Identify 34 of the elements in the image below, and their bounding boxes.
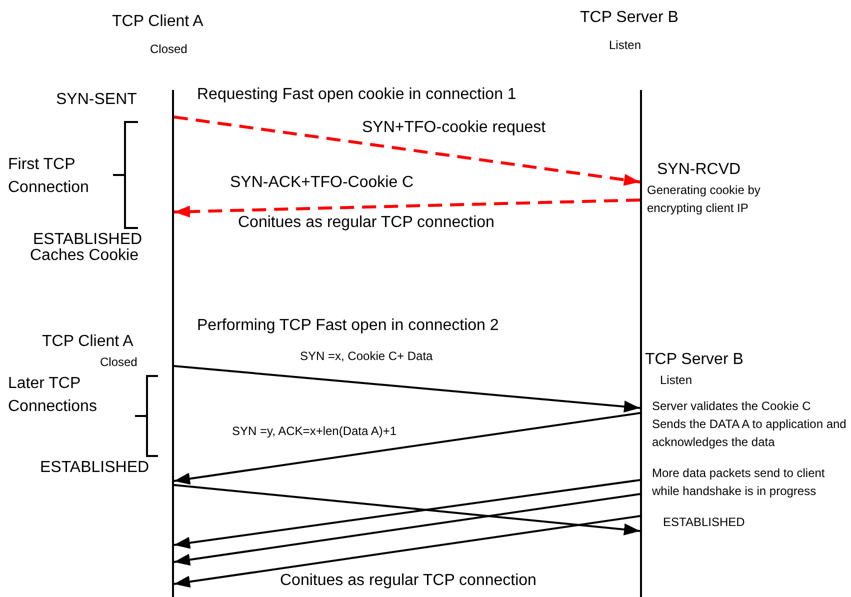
arrow [174,515,640,588]
phase-heading: Requesting Fast open cookie in connection 1 [197,85,516,104]
state-label: Closed [100,354,138,371]
lifeline-heading: TCP Server B [645,350,744,369]
state-label: Closed [150,41,188,58]
state-label: ESTABLISHED [33,230,142,248]
lifeline [172,90,174,597]
arrow [174,198,640,218]
lifeline [640,90,642,597]
lifeline-heading: TCP Client A [112,12,204,31]
note-text: Server validates the Cookie C Sends the DATA A to application and acknowledges the data [652,398,847,451]
arrow [174,365,640,413]
note-text: Caches Cookie [30,246,138,265]
note-text: Conitues as regular TCP connection [238,213,494,232]
phase-label: First TCP Connection [8,155,90,198]
edge-label: SYN+TFO-cookie request [362,118,546,137]
note-text: Conitues as regular TCP connection [280,571,536,590]
lifeline-heading: TCP Client A [42,332,134,351]
arrow [174,484,640,536]
lifeline-heading: TCP Server B [580,8,678,27]
note-text: Generating cookie by encrypting client IP [647,182,762,217]
state-label: ESTABLISHED [40,458,150,477]
arrow [174,479,640,549]
arrow [174,493,640,566]
state-label: SYN-RCVD [657,160,741,179]
arrow [174,412,640,485]
state-label: Listen [660,372,692,389]
phase-heading: Performing TCP Fast open in connection 2 [197,316,499,335]
state-label: ESTABLISHED [663,514,745,531]
arrow [174,116,640,186]
phase-label: Later TCP Connections [8,374,98,417]
note-text: More data packets send to client while handshake is in progress [652,465,826,500]
state-label: SYN-SENT [56,90,137,109]
state-label: Listen [609,37,642,54]
